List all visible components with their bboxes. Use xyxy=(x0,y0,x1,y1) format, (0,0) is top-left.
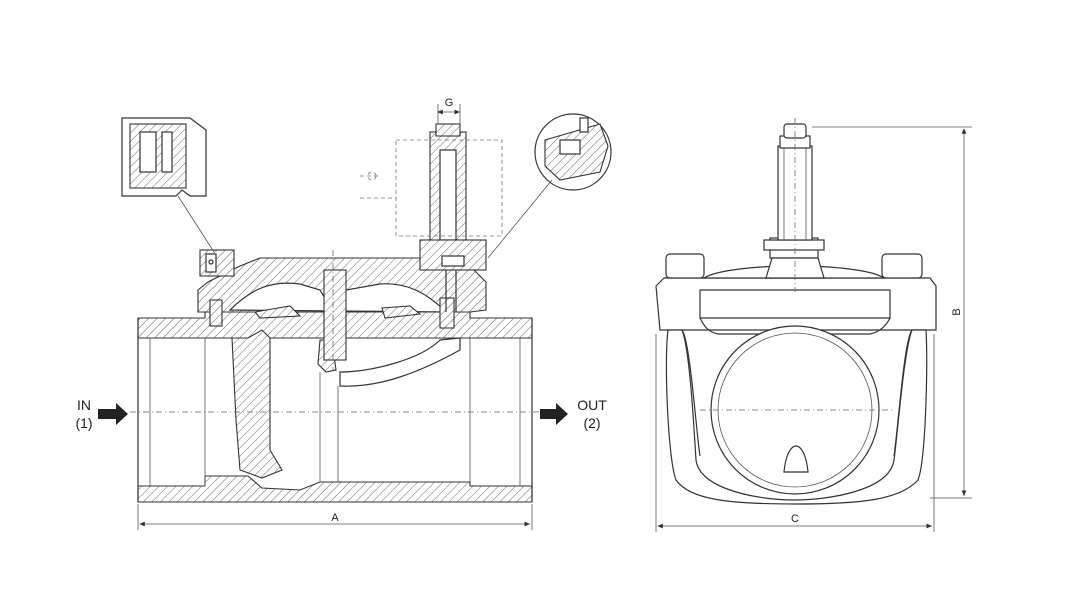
end-view-solenoid-stem xyxy=(763,118,825,292)
outlet-arrow-icon xyxy=(540,403,568,425)
dimension-b-label: B xyxy=(951,308,963,315)
inlet-arrow-icon xyxy=(98,403,128,425)
dimension-c: C xyxy=(655,334,935,532)
dimension-c-label: C xyxy=(791,513,799,525)
end-view-boss-left xyxy=(665,253,705,279)
end-view: B C xyxy=(655,118,972,532)
outlet-name: OUT xyxy=(577,397,607,413)
dimension-b: B xyxy=(812,126,972,499)
outlet-port: OUT (2) xyxy=(540,397,607,431)
detail-callout-right xyxy=(487,113,612,259)
section-view: G IN (1) OUT (2) xyxy=(75,97,612,530)
dimension-g-label: G xyxy=(445,97,454,109)
detail-callout-left xyxy=(121,117,215,253)
dimension-a: A xyxy=(137,504,533,530)
end-view-body-lower xyxy=(665,329,928,505)
inlet-port: IN (1) xyxy=(75,397,128,431)
solenoid-tube-section xyxy=(360,123,503,312)
valve-body-section xyxy=(137,311,533,503)
end-view-boss-right xyxy=(881,253,923,279)
dimension-g: G xyxy=(437,97,461,124)
inlet-number: (1) xyxy=(75,415,92,431)
pilot-screw xyxy=(199,249,235,277)
dimension-a-label: A xyxy=(331,512,339,524)
inlet-name: IN xyxy=(77,397,91,413)
outlet-number: (2) xyxy=(583,415,600,431)
